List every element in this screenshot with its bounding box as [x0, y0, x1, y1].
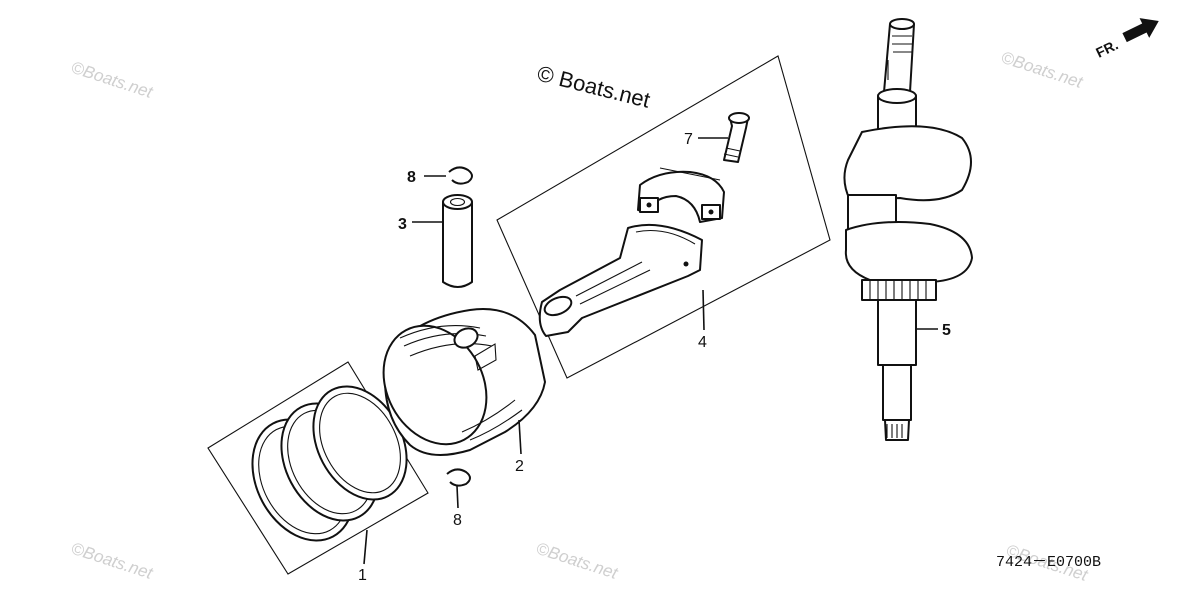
copyright-text: © Boats.net [535, 61, 653, 113]
leader-lines [363, 137, 938, 565]
callout-piston-ring-set: 1 [358, 567, 367, 584]
callout-bolt: 7 [684, 131, 693, 148]
callout-piston-pin: 3 [398, 216, 407, 233]
watermark-bottom-left: ©Boats.net [69, 539, 156, 584]
watermark-bottom-center: ©Boats.net [534, 539, 621, 584]
watermark-top-right: ©Boats.net [999, 48, 1086, 93]
pin-clip-top [448, 166, 473, 185]
front-label: FR. [1093, 36, 1120, 60]
callout-connecting-rod: 4 [698, 334, 707, 351]
callouts: 1 2 3 4 5 7 8 8 [358, 131, 951, 584]
ring-set-frame [207, 361, 429, 575]
callout-piston: 2 [515, 458, 524, 475]
diagram-code: 7424－E0700B [996, 554, 1101, 571]
front-direction-indicator: FR. [1093, 18, 1159, 61]
bolt [723, 112, 750, 163]
connecting-rod-assembly [496, 55, 831, 379]
connecting-rod-cap [637, 167, 725, 223]
crankshaft-gear [861, 279, 937, 301]
watermark-top-left: ©Boats.net [69, 58, 156, 103]
crankshaft [843, 18, 973, 441]
front-arrow-icon [1122, 18, 1159, 43]
piston-pin [442, 194, 473, 288]
connecting-rod [538, 223, 703, 337]
piston-ring-set [207, 361, 429, 575]
callout-pin-clip-top: 8 [407, 169, 416, 186]
pin-clip-bottom [446, 468, 471, 487]
callout-pin-clip-bottom: 8 [453, 512, 462, 529]
callout-crankshaft: 5 [942, 322, 951, 339]
piston [382, 308, 546, 456]
